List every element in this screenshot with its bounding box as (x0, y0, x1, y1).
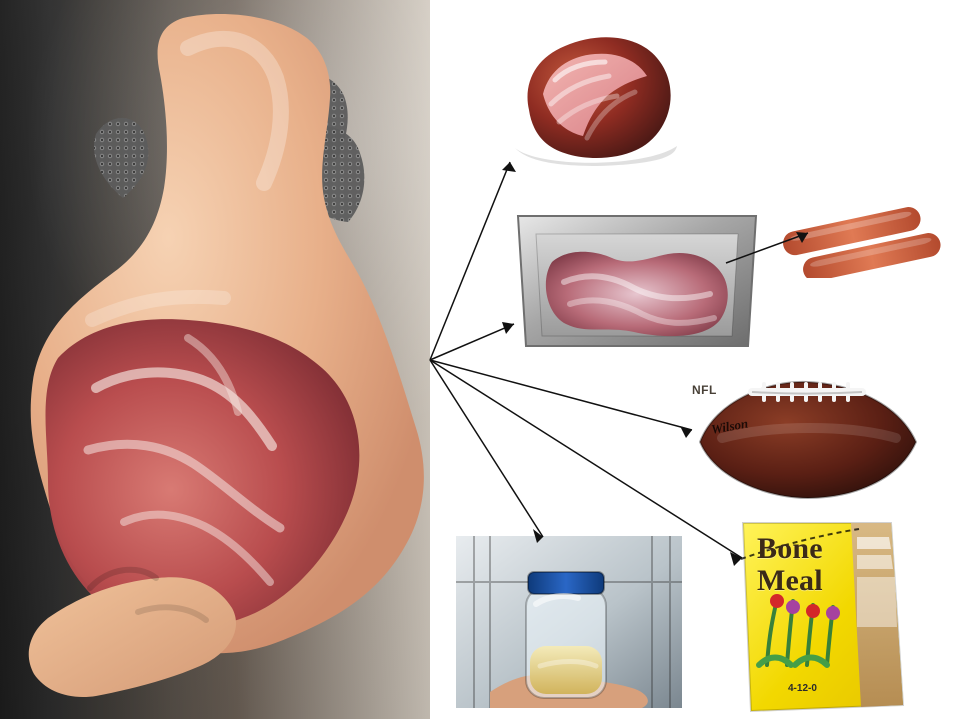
football-image: Wilson NFL (686, 372, 928, 502)
arrow-to-trimmings-tray (430, 322, 514, 360)
bone-meal-npk: 4-12-0 (788, 683, 817, 694)
nfl-text: NFL (692, 383, 717, 397)
bone-meal-bag-image: Bone Meal 4-12-0 (733, 515, 910, 715)
bone-meal-title-line1: Bone (757, 533, 877, 565)
ham-photo (0, 0, 430, 719)
ham-slices-image (505, 18, 690, 168)
ham-illustration (18, 8, 430, 708)
bone-meal-title-line2: Meal (757, 565, 877, 597)
arrow-to-oil-jar (430, 360, 543, 543)
arrow-to-ham-slices (430, 162, 516, 360)
bone-meal-title: Bone Meal (757, 533, 877, 597)
oil-jar-image (456, 536, 682, 708)
arrow-to-football (430, 360, 692, 438)
meat-trimmings-tray-image (508, 206, 766, 358)
hot-dogs-image (772, 203, 952, 278)
